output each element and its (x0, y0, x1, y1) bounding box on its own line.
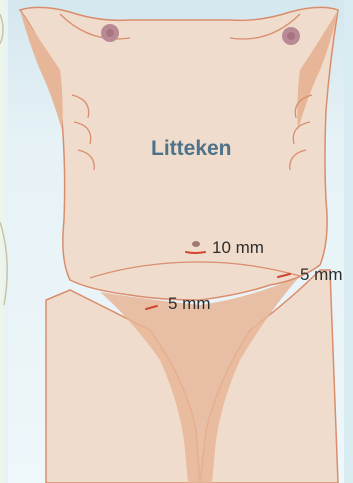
navel (192, 241, 200, 247)
incision-label-right-flank: 5 mm (300, 265, 343, 285)
incision-label-left-flank: 5 mm (168, 294, 211, 314)
incision-navel (186, 252, 205, 253)
right-edge-strip (344, 0, 353, 483)
incision-label-navel: 10 mm (212, 238, 264, 258)
diagram-title: Litteken (151, 137, 232, 161)
